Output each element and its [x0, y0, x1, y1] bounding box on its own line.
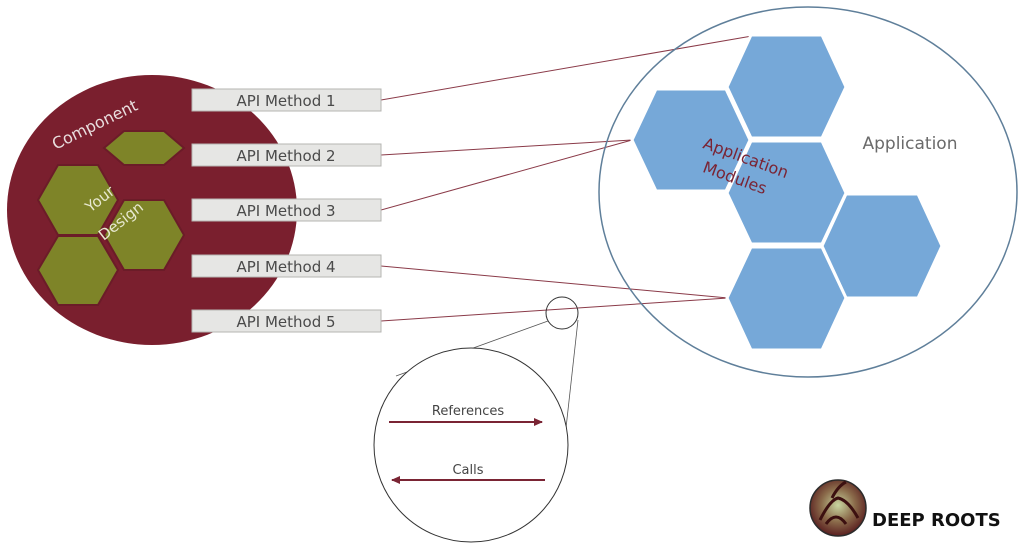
connector-api-5	[380, 297, 729, 322]
connector-api-1	[380, 35, 753, 101]
api-method-label-2: API Method 2	[236, 147, 335, 165]
references-label: References	[432, 404, 504, 419]
module-hexagons	[630, 33, 944, 352]
calls-label: Calls	[452, 463, 483, 478]
application-label: Application	[863, 134, 958, 154]
connector-api-3	[380, 139, 633, 211]
connector-api-4	[380, 265, 729, 299]
roots-icon-detail	[818, 480, 860, 525]
api-method-label-4: API Method 4	[236, 258, 335, 276]
module-hex-1	[725, 33, 848, 140]
api-method-box-4	[191, 254, 382, 278]
api-method-box-5	[191, 309, 382, 333]
api-method-box-1	[191, 88, 382, 112]
design-hexagons	[36, 130, 186, 306]
design-hex-4	[36, 235, 120, 306]
deep-roots-logo: DEEP ROOTS	[809, 479, 1001, 537]
design-hex-1	[102, 130, 186, 166]
connector-lines	[380, 35, 753, 322]
zoom-detail-circle	[373, 347, 569, 543]
module-hex-5	[725, 245, 848, 352]
design-hex-3	[102, 199, 186, 271]
zoom-source-circle	[545, 296, 579, 330]
api-method-box-3	[191, 198, 382, 222]
api-method-label-5: API Method 5	[236, 313, 335, 331]
api-method-label-3: API Method 3	[236, 202, 335, 220]
api-method-label-1: API Method 1	[236, 92, 335, 110]
brand-name: DEEP ROOTS	[872, 510, 1001, 531]
api-method-box-2	[191, 143, 382, 167]
application-circle	[598, 6, 1018, 378]
connector-api-2	[380, 139, 633, 156]
api-method-boxes: API Method 1 API Method 2 API Method 3 A…	[191, 88, 382, 333]
tree-roots-logo-icon	[809, 479, 867, 537]
